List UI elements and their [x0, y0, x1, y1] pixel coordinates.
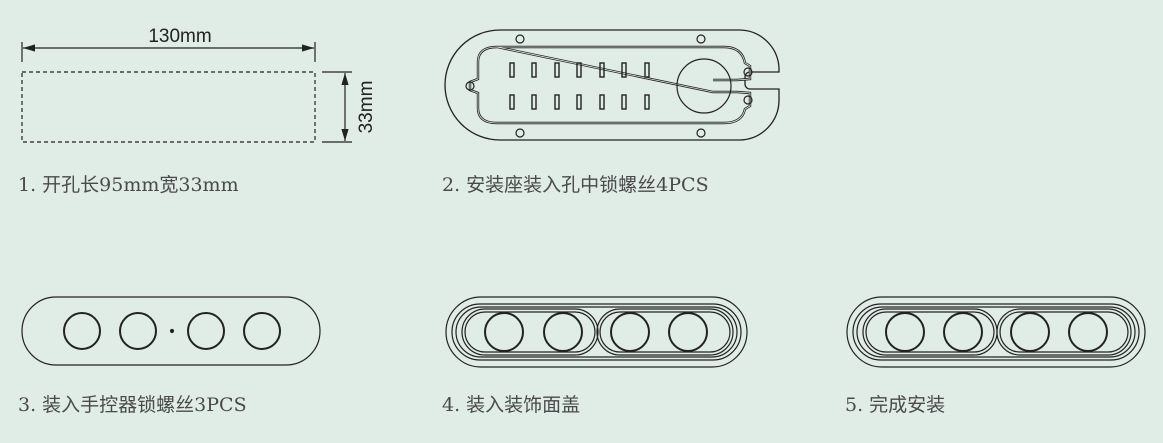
step-5-caption: 5. 完成安装 — [845, 394, 946, 416]
step-3-caption: 3. 装入手控器锁螺丝3PCS — [18, 394, 247, 416]
finished-drawing — [846, 296, 1146, 368]
mounting-base-drawing — [444, 29, 780, 141]
controller-drawing — [21, 296, 321, 366]
height-dimension-label: 33mm — [356, 81, 377, 134]
width-dimension-label: 130mm — [148, 26, 211, 47]
step-4-caption: 4. 装入装饰面盖 — [442, 394, 581, 416]
decorative-cover-drawing — [445, 296, 748, 368]
step-1-caption: 1. 开孔长95mm宽33mm — [18, 174, 239, 196]
step-2-caption: 2. 安装座装入孔中锁螺丝4PCS — [442, 174, 709, 196]
cutout-drawing: 130mm 33mm — [21, 26, 377, 143]
